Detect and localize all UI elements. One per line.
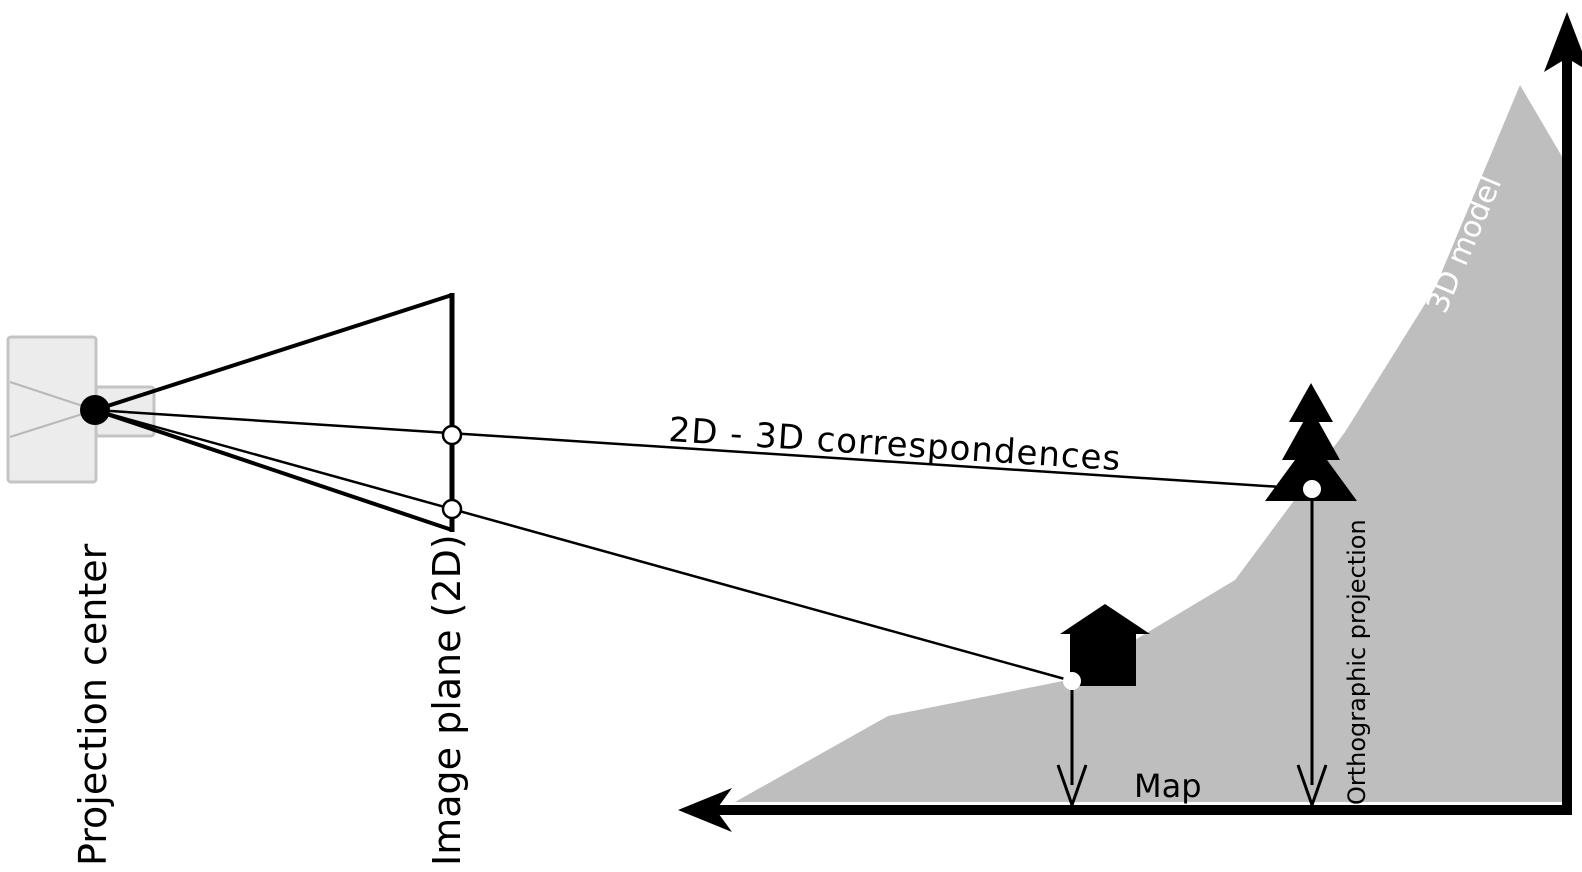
image-point-upper — [441, 424, 463, 446]
ray-to-house — [94, 408, 1073, 683]
tree-model-point — [1303, 480, 1321, 498]
correspondences-label: 2D - 3D correspondences — [667, 410, 1122, 479]
map-label: Map — [1134, 767, 1202, 805]
terrain-3d-model — [735, 85, 1567, 802]
house-icon — [1060, 604, 1150, 686]
ortho-arrow-tree — [1296, 493, 1328, 810]
house-model-point — [1063, 672, 1081, 690]
projection-center-label: Projection center — [71, 543, 115, 866]
orthographic-projection-label: Orthographic projection — [1343, 519, 1371, 805]
map-axis-arrowhead — [678, 788, 732, 832]
axes — [678, 12, 1582, 832]
image-plane-label: Image plane (2D) — [425, 534, 469, 866]
pine-tree-icon — [1265, 383, 1357, 501]
ortho-arrow-house — [1056, 686, 1088, 810]
ray-to-tree — [94, 408, 1313, 491]
projection-center-point — [80, 395, 110, 425]
image-point-lower — [441, 498, 463, 520]
height-axis-arrowhead — [1544, 12, 1582, 72]
